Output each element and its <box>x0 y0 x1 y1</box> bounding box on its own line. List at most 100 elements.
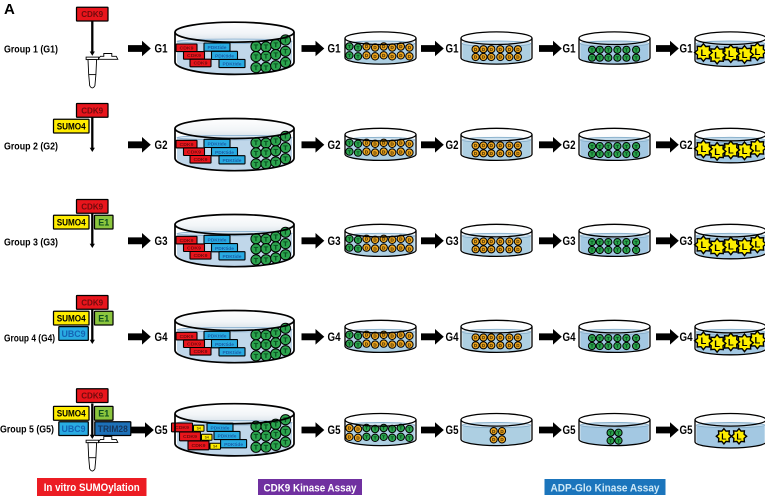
svg-text:PDKtide: PDKtide <box>215 342 234 348</box>
svg-text:CDK9 Kinase Assay: CDK9 Kinase Assay <box>264 482 358 494</box>
svg-text:T: T <box>617 430 620 435</box>
svg-text:L: L <box>754 143 760 154</box>
svg-text:T: T <box>274 244 279 251</box>
svg-text:D: D <box>373 342 377 347</box>
svg-text:SUMO4: SUMO4 <box>57 218 87 229</box>
svg-text:T: T <box>274 159 279 166</box>
svg-text:D: D <box>365 141 369 146</box>
svg-text:T: T <box>283 156 288 163</box>
svg-text:CDK9: CDK9 <box>194 349 208 354</box>
svg-text:D: D <box>474 151 478 156</box>
svg-text:T: T <box>254 353 259 360</box>
svg-text:D: D <box>474 239 478 244</box>
svg-text:G5: G5 <box>446 423 459 437</box>
svg-text:D: D <box>391 238 395 243</box>
svg-text:PDKtide: PDKtide <box>223 158 242 164</box>
svg-text:L: L <box>728 49 734 60</box>
svg-text:T: T <box>264 333 269 340</box>
svg-text:T: T <box>274 443 279 450</box>
svg-text:D: D <box>499 47 503 52</box>
svg-text:G2: G2 <box>155 138 168 152</box>
svg-text:L: L <box>728 337 734 348</box>
svg-text:Group 3 (G3): Group 3 (G3) <box>4 238 58 249</box>
svg-text:D: D <box>391 54 395 59</box>
svg-text:E1: E1 <box>98 314 110 325</box>
svg-text:S4: S4 <box>213 445 217 449</box>
svg-text:T: T <box>374 436 377 441</box>
svg-text:T: T <box>598 336 601 341</box>
svg-text:T: T <box>382 435 385 440</box>
svg-text:D: D <box>365 237 369 242</box>
svg-text:D: D <box>482 55 486 60</box>
svg-text:L: L <box>700 48 706 59</box>
svg-text:L: L <box>700 240 706 251</box>
svg-text:T: T <box>348 341 351 346</box>
svg-text:S4: S4 <box>205 436 209 440</box>
svg-text:CDK9: CDK9 <box>175 425 189 430</box>
svg-text:D: D <box>499 343 503 348</box>
svg-text:CDK9: CDK9 <box>183 434 197 439</box>
svg-text:T: T <box>254 236 259 243</box>
svg-text:L: L <box>728 241 734 252</box>
svg-text:D: D <box>382 245 386 250</box>
svg-text:D: D <box>516 143 520 148</box>
svg-text:T: T <box>616 344 619 349</box>
svg-text:T: T <box>264 257 269 264</box>
svg-text:Group 4 (G4): Group 4 (G4) <box>4 334 55 345</box>
svg-text:T: T <box>283 440 288 447</box>
svg-text:T: T <box>254 424 259 431</box>
svg-text:T: T <box>617 438 620 443</box>
svg-text:D: D <box>365 44 369 49</box>
svg-text:T: T <box>591 336 594 341</box>
svg-text:L: L <box>742 338 748 349</box>
svg-text:T: T <box>348 53 351 58</box>
svg-text:D: D <box>382 44 386 49</box>
svg-text:PDKtide: PDKtide <box>208 142 227 148</box>
svg-text:D: D <box>516 47 520 52</box>
svg-text:D: D <box>490 55 494 60</box>
svg-text:T: T <box>274 351 279 358</box>
svg-text:D: D <box>516 239 520 244</box>
svg-text:D: D <box>474 247 478 252</box>
svg-text:T: T <box>283 134 288 141</box>
svg-text:D: D <box>516 55 520 60</box>
svg-text:T: T <box>357 246 360 251</box>
svg-text:L: L <box>700 336 706 347</box>
svg-text:D: D <box>399 141 403 146</box>
svg-text:Group 2 (G2): Group 2 (G2) <box>4 142 58 153</box>
svg-text:T: T <box>264 246 269 253</box>
svg-text:T: T <box>591 48 594 53</box>
svg-text:D: D <box>365 53 369 58</box>
svg-text:D: D <box>382 53 386 58</box>
svg-text:L: L <box>736 431 741 441</box>
svg-text:D: D <box>382 333 386 338</box>
svg-text:T: T <box>274 340 279 347</box>
svg-text:T: T <box>254 65 259 72</box>
svg-text:D: D <box>373 150 377 155</box>
svg-text:SUMO4: SUMO4 <box>57 314 87 325</box>
svg-text:CDK9: CDK9 <box>187 149 201 154</box>
svg-text:D: D <box>508 239 512 244</box>
svg-text:D: D <box>482 151 486 156</box>
svg-text:D: D <box>399 245 403 250</box>
svg-text:G5: G5 <box>680 423 693 437</box>
svg-text:T: T <box>609 438 612 443</box>
svg-text:T: T <box>264 424 269 431</box>
svg-text:UBC9: UBC9 <box>62 424 86 435</box>
svg-text:L: L <box>728 145 734 156</box>
svg-text:D: D <box>482 47 486 52</box>
svg-text:T: T <box>357 142 360 147</box>
svg-text:T: T <box>357 334 360 339</box>
svg-text:T: T <box>254 140 259 147</box>
svg-text:D: D <box>508 143 512 148</box>
svg-text:CDK9: CDK9 <box>187 53 201 58</box>
svg-text:D: D <box>490 343 494 348</box>
svg-text:D: D <box>348 426 352 431</box>
svg-text:In vitro SUMOylation: In vitro SUMOylation <box>44 482 140 494</box>
svg-text:G4: G4 <box>680 330 693 344</box>
svg-text:L: L <box>754 239 760 250</box>
svg-text:PDKtide: PDKtide <box>218 434 237 440</box>
svg-text:D: D <box>373 45 377 50</box>
svg-text:T: T <box>598 344 601 349</box>
svg-text:E1: E1 <box>98 409 110 420</box>
